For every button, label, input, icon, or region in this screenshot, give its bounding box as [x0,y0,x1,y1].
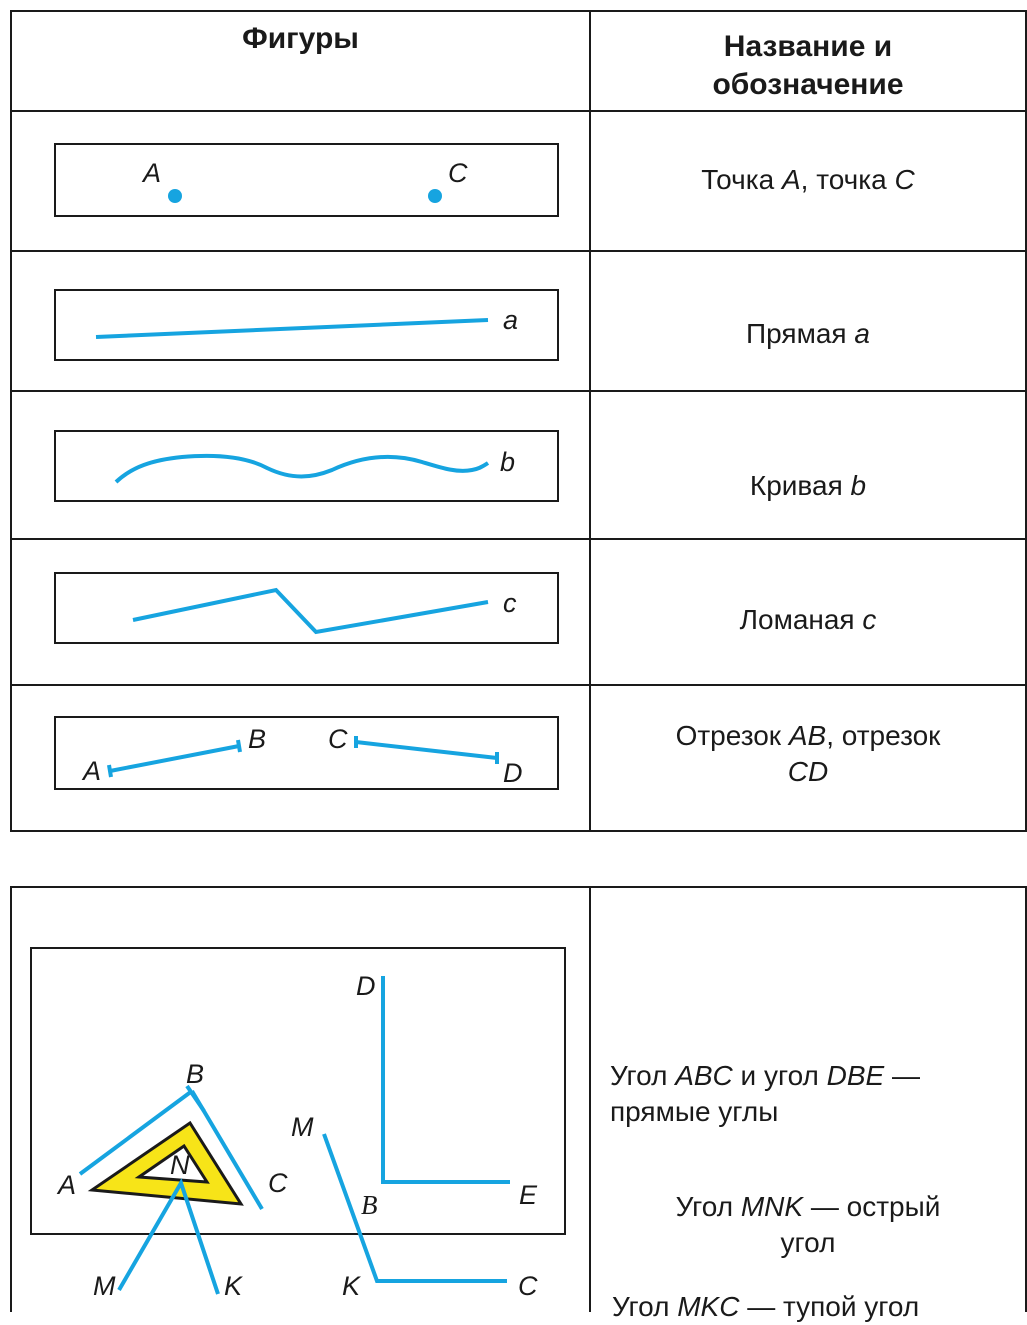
header-figures: Фигуры [242,22,359,55]
column-divider [589,12,591,830]
row-divider [12,538,1025,540]
label-angle-m2: M [291,1112,314,1142]
row-line-text: Прямая a [746,318,870,349]
segment-cd [354,736,499,764]
label-angle-m: M [93,1271,116,1301]
label-angle-e: E [519,1180,538,1210]
row-polyline-text: Ломаная c [739,604,877,635]
note-right-angles: Угол ABC и угол DBE — прямые углы [610,1060,921,1127]
label-angle-k2: K [342,1271,361,1301]
label-segment-b: B [248,724,266,754]
angles-box [30,947,566,1235]
curve-box [54,430,559,502]
label-point-a: A [141,158,161,188]
row-segments-text: Отрезок AB, отрезок CD [675,720,941,787]
polyline-c [132,587,489,635]
angle-dbe [381,976,510,1184]
label-curve-b: b [500,447,515,477]
row-divider [12,250,1025,252]
segments-box [54,716,559,790]
polyline-box [54,572,559,644]
row-curve-text: Кривая b [749,470,867,501]
header-name-line2: обозначение [712,68,904,101]
label-segment-c: C [328,724,348,754]
note-acute-angle: Угол MNK — острый угол [675,1191,941,1258]
straight-line-a [95,318,489,339]
angle-mnk [117,1178,220,1295]
curve-b [114,453,490,484]
line-box [54,289,559,361]
label-segment-d: D [503,758,523,788]
point-a [168,189,182,203]
points-box [54,143,559,217]
angles-figure: B A C D B E N M K M K C [30,947,566,1301]
label-angle-c2: C [518,1271,538,1301]
label-segment-a: A [81,756,101,786]
header-name-line1: Название и [723,30,893,63]
label-angle-n: N [170,1150,190,1180]
row-points-text: Точка A, точка C [701,164,915,195]
angle-mkc [322,1133,507,1283]
row-divider [12,390,1025,392]
label-point-c: C [448,158,468,188]
label-angle-b: B [186,1059,204,1089]
point-c [428,189,442,203]
label-angle-a: A [56,1170,76,1200]
table1-figures: A C a b c A B C D [54,143,559,790]
row-divider [12,684,1025,686]
label-angle-d: D [356,971,376,1001]
segment-ab [107,739,242,778]
header-name: Название и обозначение [591,28,1025,104]
label-angle-k: K [224,1271,243,1301]
label-polyline-c: c [503,588,517,618]
set-square [87,1120,244,1206]
row-divider [12,110,1025,112]
figures-table: Фигуры Название и обозначение Точка A, т… [10,10,1027,832]
angles-table: Угол ABC и угол DBE — прямые углы Угол M… [10,886,1027,1322]
label-line-a: a [503,305,518,335]
angle-abc [78,1084,264,1211]
column-divider [589,888,591,1312]
label-angle-c: C [268,1168,288,1198]
label-angle-b2: B [361,1190,378,1220]
